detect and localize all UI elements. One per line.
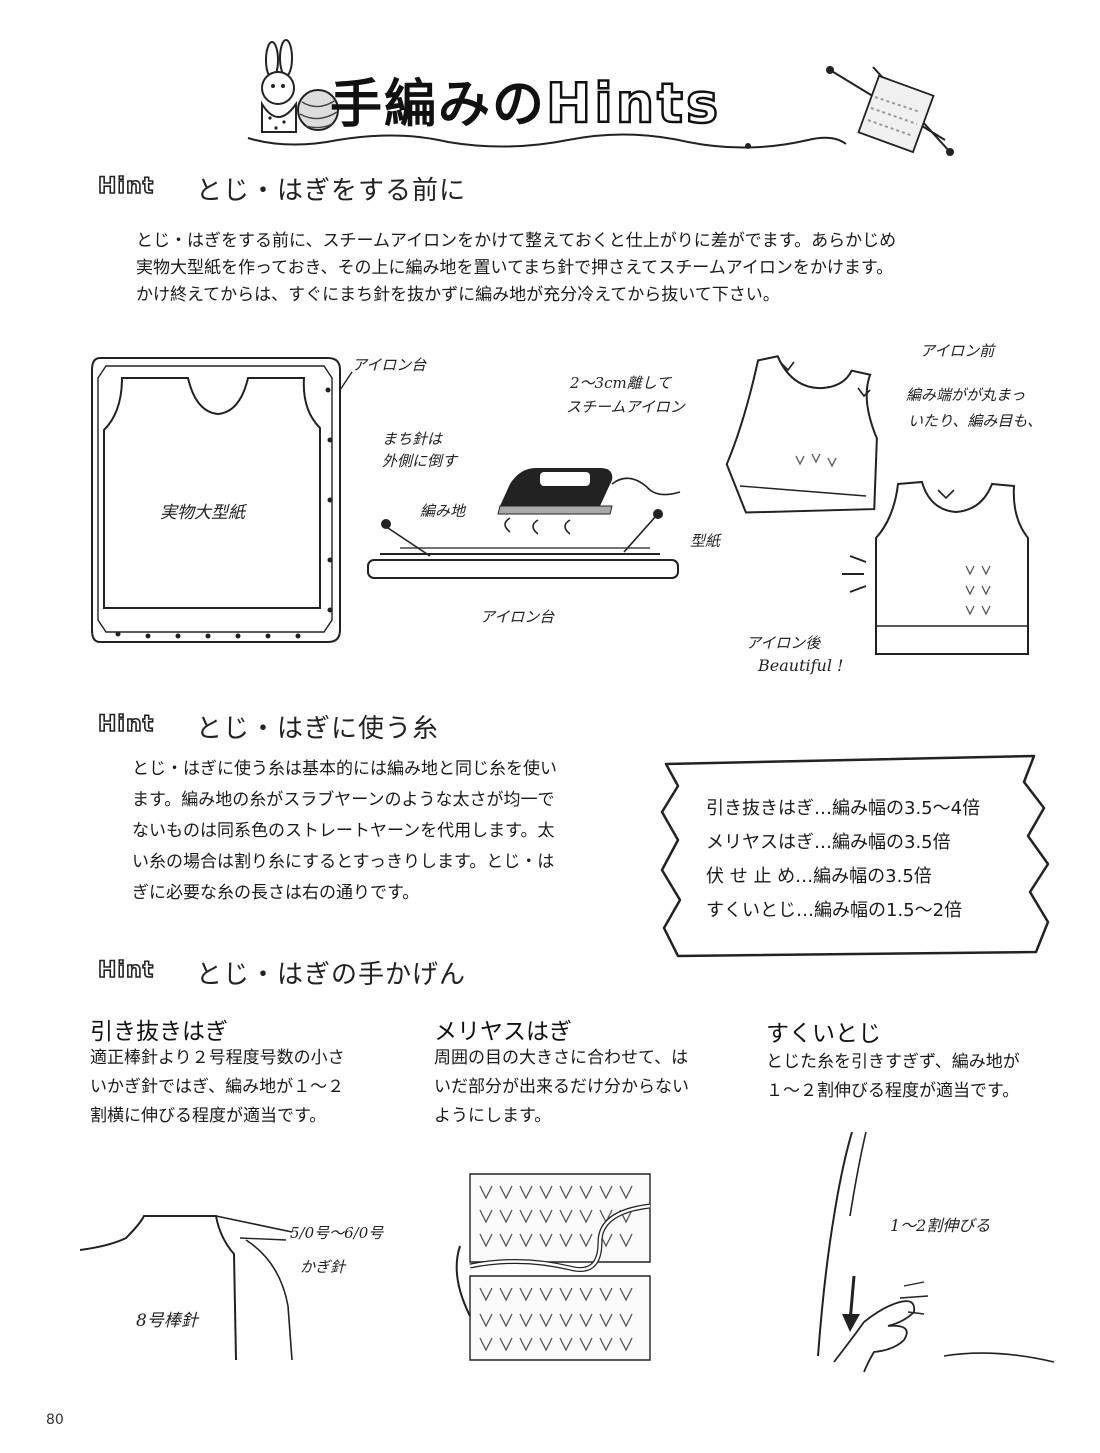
board-label: アイロン台 — [352, 356, 427, 374]
technique-2-body: 周囲の目の大きさに合わせて、は いだ部分が出来るだけ分からない ようにします。 — [434, 1044, 754, 1131]
pin-note-2: 外側に倒す — [382, 452, 458, 470]
vest-before-ironing-illustration — [716, 346, 892, 522]
title-prefix: 手編みの — [330, 75, 547, 135]
technique-2-name: メリヤスはぎ — [434, 1019, 572, 1045]
hint-2-line: とじ・はぎに使う糸は基本的には編み地と同じ糸を使い — [132, 759, 557, 779]
knitting-needles-icon — [826, 66, 954, 156]
hint-3-title: とじ・はぎの手かげん — [196, 960, 467, 990]
hint-2-line: ぎに必要な糸の長さは右の通りです。 — [132, 883, 420, 903]
hook-label-1: 5/0号〜6/0号 — [290, 1224, 384, 1242]
technique-3-line: １〜２割伸びる程度が適当です。 — [766, 1081, 1020, 1101]
hint-2-title: とじ・はぎに使う糸 — [196, 714, 440, 744]
after-label: アイロン後 — [746, 634, 821, 652]
technique-2-line: いだ部分が出来るだけ分からない — [434, 1077, 689, 1097]
hint-1-line: 実物大型紙を作っておき、その上に編み地を置いてまち針で押さえてスチームアイロンを… — [136, 258, 894, 278]
bunny-yarn-icon — [240, 40, 350, 140]
before-label: アイロン前 — [920, 342, 995, 360]
paper-label: 型紙 — [690, 532, 721, 550]
technique-2-line: ようにします。 — [434, 1106, 552, 1126]
technique-2-line: 周囲の目の大きさに合わせて、は — [434, 1048, 689, 1068]
needle-label: 8号棒針 — [136, 1311, 198, 1331]
yarn-length-item: 伏 せ 止 め…編み幅の3.5倍 — [706, 866, 932, 887]
iron-note-2: スチームアイロン — [566, 398, 685, 416]
ironing-board-illustration — [88, 350, 348, 650]
yarn-length-list: 引き抜きはぎ…編み幅の3.5〜4倍 メリヤスはぎ…編み幅の3.5倍 伏 せ 止 … — [706, 792, 980, 928]
hint-1-tag: Hint — [97, 173, 155, 200]
technique-1-line: 割横に伸びる程度が適当です。 — [90, 1106, 327, 1126]
technique-1-body: 適正棒針より２号程度号数の小さ いかぎ針ではぎ、編み地が１〜２ 割横に伸びる程度… — [90, 1044, 410, 1131]
title-underline — [248, 118, 848, 149]
mattress-stitch-illustration — [804, 1126, 1064, 1376]
pattern-label: 実物大型紙 — [160, 503, 245, 523]
iron-note-1: 2〜3cm離して — [570, 374, 672, 392]
yarn-length-item: すくいとじ…編み幅の1.5〜2倍 — [706, 900, 963, 921]
after-note: Beautiful ! — [758, 656, 844, 675]
hint-2-line: い糸の場合は割り糸にするとすっきりします。とじ・は — [132, 852, 555, 872]
technique-3-body: とじた糸を引きすぎず、編み地が １〜２割伸びる程度が適当です。 — [766, 1048, 1066, 1106]
before-note-1: 編み端がが丸まっ — [906, 386, 1026, 404]
technique-3-line: とじた糸を引きすぎず、編み地が — [766, 1052, 1020, 1072]
yarn-length-box-frame — [656, 752, 1056, 962]
hint-1-title: とじ・はぎをする前に — [196, 176, 467, 206]
yarn-length-item: 引き抜きはぎ…編み幅の3.5〜4倍 — [706, 798, 981, 819]
board-label-2: アイロン台 — [480, 608, 555, 626]
hook-label-2: かぎ針 — [300, 1258, 346, 1276]
yarn-length-item: メリヤスはぎ…編み幅の3.5倍 — [706, 832, 951, 853]
hint-1-body: とじ・はぎをする前に、スチームアイロンをかけて整えておくと仕上がりに差がでます。… — [136, 228, 1056, 309]
technique-1-line: いかぎ針ではぎ、編み地が１〜２ — [90, 1077, 345, 1097]
page-title: 手編みのHints — [330, 62, 721, 137]
hint-3-tag: Hint — [97, 957, 155, 984]
title-latin: Hints — [545, 71, 722, 137]
pin-note-1: まち針は — [382, 430, 443, 448]
hint-2-line: ます。編み地の糸がスラブヤーンのような太さが均一で — [132, 790, 555, 810]
fabric-label: 編み地 — [420, 502, 466, 520]
hint-1-line: かけ終えてからは、すぐにまち針を抜かずに編み地が充分冷えてから抜いて下さい。 — [136, 285, 780, 305]
stretch-label: 1〜2割伸びる — [890, 1216, 991, 1235]
hint-2-tag: Hint — [97, 711, 155, 738]
iron-on-fabric-illustration — [360, 468, 690, 590]
hint-2-body: とじ・はぎに使う糸は基本的には編み地と同じ糸を使い ます。編み地の糸がスラブヤー… — [132, 754, 632, 909]
hint-1-line: とじ・はぎをする前に、スチームアイロンをかけて整えておくと仕上がりに差がでます。… — [136, 231, 897, 251]
technique-1-name: 引き抜きはぎ — [90, 1019, 228, 1045]
technique-3-name: すくいとじ — [766, 1021, 881, 1047]
slip-stitch-seam-illustration — [80, 1210, 440, 1360]
hint-2-line: ないものは同系色のストレートヤーンを代用します。太 — [132, 821, 555, 841]
page-number: 80 — [46, 1412, 64, 1428]
technique-1-line: 適正棒針より２号程度号数の小さ — [90, 1048, 345, 1068]
before-note-2: いたり、編み目も、 — [908, 412, 1042, 430]
kitchener-stitch-illustration — [450, 1166, 670, 1366]
vest-after-ironing-illustration — [842, 476, 1042, 662]
